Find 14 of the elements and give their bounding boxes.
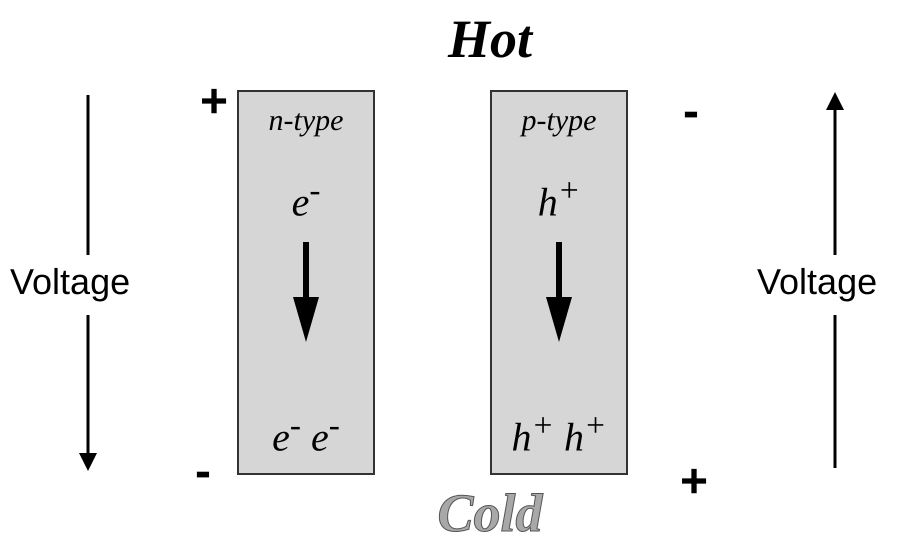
- caption: Cold: [436, 482, 544, 544]
- polarity-sign: -: [683, 88, 699, 136]
- title: Hot: [446, 8, 534, 70]
- polarity-sign: +: [680, 458, 708, 506]
- carrier-label: h$^{+}$ h$^{+}$: [510, 407, 608, 460]
- polarity-sign: -: [195, 448, 211, 496]
- semiconductor-leg: [490, 90, 628, 475]
- carrier-label: e$^{-}$: [290, 172, 322, 226]
- polarity-sign: +: [200, 78, 228, 126]
- leg-type-label: n-type: [268, 104, 344, 138]
- leg-type-label: p-type: [518, 104, 598, 138]
- semiconductor-leg: [237, 90, 375, 475]
- carrier-label: e$^{-}$ e$^{-}$: [271, 407, 341, 460]
- carrier-label: h$^{+}$: [536, 172, 582, 226]
